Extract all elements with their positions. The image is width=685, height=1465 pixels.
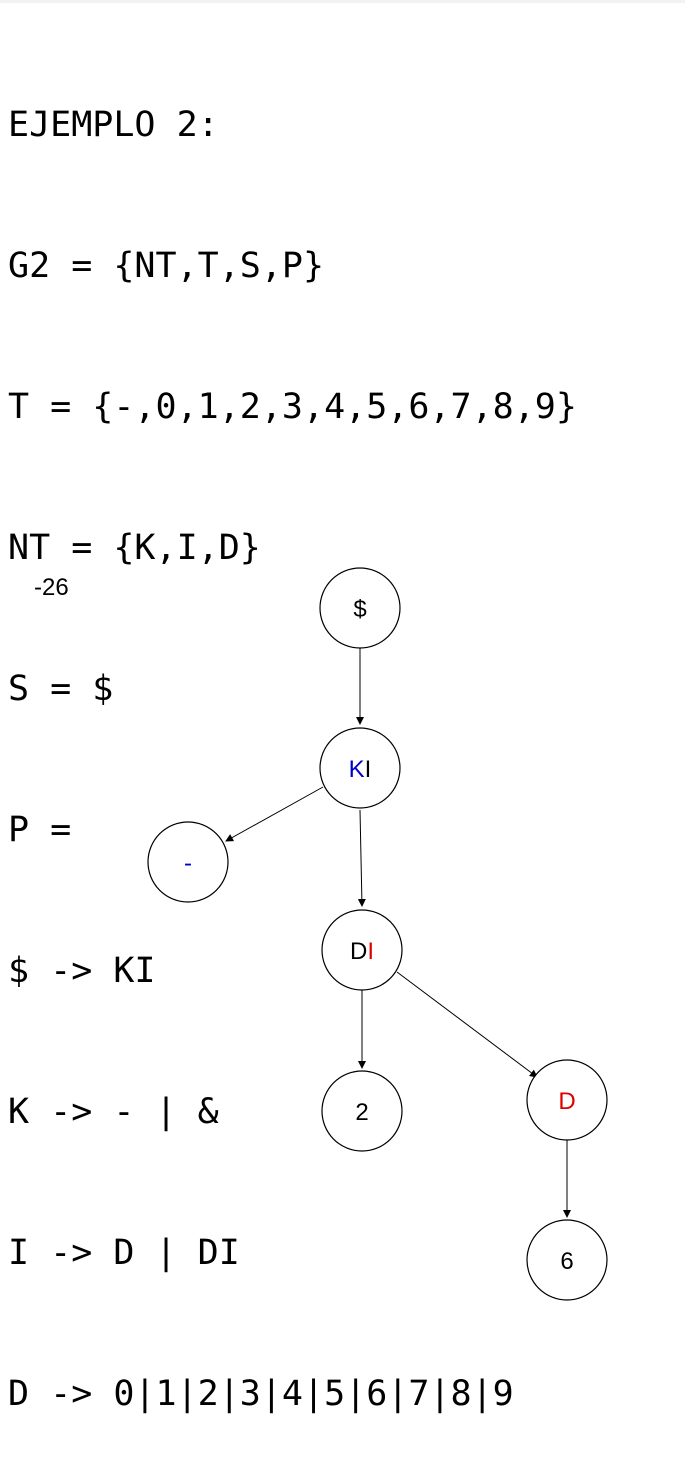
production-k: K -> - | & — [8, 1092, 219, 1132]
tree-node-six: 6 — [526, 1219, 608, 1301]
production-d: D -> 0|1|2|3|4|5|6|7|8|9 — [8, 1374, 514, 1414]
edge-ki-to-minus — [225, 786, 324, 842]
top-divider — [0, 0, 685, 3]
tree-node-ki: KI — [319, 727, 401, 809]
node-label-part: D — [350, 938, 367, 965]
start-symbol-line: S = $ — [8, 669, 114, 709]
node-label-part: 2 — [355, 1099, 368, 1126]
production-i: I -> D | DI — [8, 1233, 240, 1273]
node-label: D — [558, 1088, 575, 1115]
node-label-part: I — [367, 938, 374, 965]
tree-node-two: 2 — [321, 1070, 403, 1152]
grammar-tuple-line: G2 = {NT,T,S,P} — [8, 246, 325, 286]
node-label: DI — [350, 938, 374, 965]
node-label-part: 6 — [560, 1248, 573, 1275]
node-label: 6 — [560, 1248, 573, 1275]
tree-node-di: DI — [321, 909, 403, 991]
tree-node-minus: - — [147, 821, 229, 903]
node-label: $ — [353, 596, 366, 623]
tree-node-root: $ — [319, 567, 401, 649]
node-label-part: I — [365, 756, 372, 783]
terminals-line: T = {-,0,1,2,3,4,5,6,7,8,9} — [8, 387, 577, 427]
node-label: - — [184, 850, 192, 877]
node-label: KI — [349, 756, 372, 783]
edge-ki-to-di — [357, 809, 366, 907]
node-label-part: K — [349, 756, 365, 783]
derivation-tree: $ KI - DI 2 D 6 — [147, 567, 608, 1301]
productions-header: P = — [8, 810, 72, 850]
node-label-part: - — [184, 850, 192, 877]
production-start: $ -> KI — [8, 951, 156, 991]
nonterminals-line: NT = {K,I,D} — [8, 528, 261, 568]
edge-di-to-d — [396, 971, 538, 1078]
tree-node-d: D — [526, 1059, 608, 1141]
grammar-title: EJEMPLO 2: — [8, 105, 219, 145]
input-string-label: -26 — [34, 574, 69, 601]
node-label-part: $ — [353, 596, 366, 623]
node-label: 2 — [355, 1099, 368, 1126]
node-label-part: D — [558, 1088, 575, 1115]
